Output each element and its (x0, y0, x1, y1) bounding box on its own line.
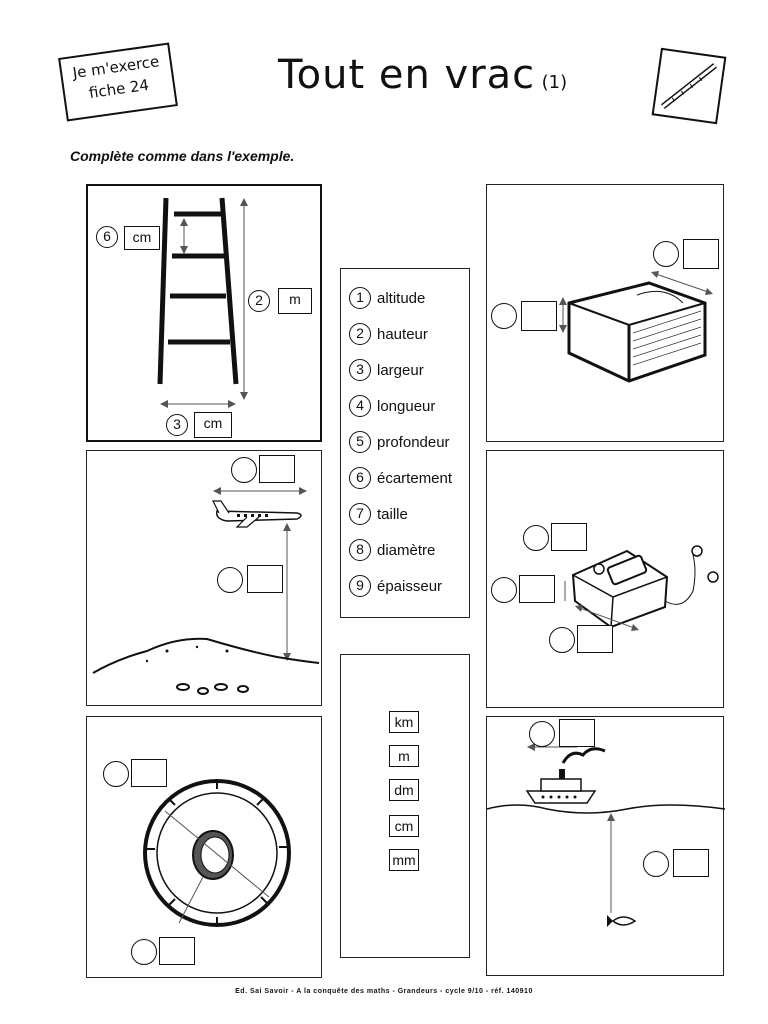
legend-item-longueur: 4 longueur (349, 393, 435, 419)
radio-depth-unit-box[interactable] (551, 523, 587, 551)
legend-number: 3 (349, 359, 371, 381)
legend-number: 5 (349, 431, 371, 453)
boat-depth-unit-box[interactable] (673, 849, 709, 877)
height-number-circle: 2 (248, 290, 270, 312)
legend-label: taille (377, 505, 408, 523)
book-illustration (559, 271, 713, 383)
radio-height-unit-box[interactable] (519, 575, 555, 603)
legend-item-altitude: 1 altitude (349, 285, 425, 311)
legend-label: hauteur (377, 325, 428, 343)
example-ladder-frame: 6 cm 2 m 3 cm (86, 184, 322, 442)
book-length-number-circle[interactable] (653, 241, 679, 267)
units-box: km m dm cm mm (340, 654, 470, 958)
rung-number-circle: 6 (96, 226, 118, 248)
legend-number: 1 (349, 287, 371, 309)
legend-number: 4 (349, 395, 371, 417)
vocabulary-legend: 1 altitude 2 hauteur 3 largeur 4 longueu… (340, 268, 470, 618)
legend-label: longueur (377, 397, 436, 415)
plane-length-number-circle[interactable] (231, 457, 257, 483)
fiche-badge: Je m'exerce fiche 24 (58, 42, 178, 122)
boat-length-unit-box[interactable] (559, 719, 595, 747)
book-length-unit-box[interactable] (683, 239, 719, 269)
radio-length-unit-box[interactable] (577, 625, 613, 653)
book-frame (486, 184, 724, 442)
book-thickness-number-circle[interactable] (491, 303, 517, 329)
legend-number: 8 (349, 539, 371, 561)
unit-mm: mm (389, 849, 419, 871)
unit-dm: dm (389, 779, 419, 801)
ruler-icon (661, 63, 717, 109)
plane-length-unit-box[interactable] (259, 455, 295, 483)
legend-label: diamètre (377, 541, 436, 559)
boat-depth-number-circle[interactable] (643, 851, 669, 877)
radio-length-number-circle[interactable] (549, 627, 575, 653)
airplane-frame (86, 450, 322, 706)
legend-label: largeur (377, 361, 424, 379)
boat-illustration (486, 743, 726, 927)
tire-diameter-unit-box[interactable] (131, 759, 167, 787)
height-unit-box: m (278, 288, 312, 314)
page-title-group: Tout en vrac (1) (278, 52, 578, 102)
boat-length-number-circle[interactable] (529, 721, 555, 747)
legend-number: 2 (349, 323, 371, 345)
legend-item-taille: 7 taille (349, 501, 408, 527)
radio-height-number-circle[interactable] (491, 577, 517, 603)
instruction-text: Complète comme dans l'exemple. (70, 148, 295, 164)
ruler-card (651, 47, 727, 125)
plane-altitude-number-circle[interactable] (217, 567, 243, 593)
unit-km: km (389, 711, 419, 733)
tire-illustration (143, 779, 291, 927)
legend-label: écartement (377, 469, 453, 487)
page-title-suffix: (1) (541, 72, 568, 93)
legend-label: épaisseur (377, 577, 443, 595)
tire-frame (86, 716, 322, 978)
legend-item-ecartement: 6 écartement (349, 465, 452, 491)
legend-item-largeur: 3 largeur (349, 357, 424, 383)
unit-m: m (389, 745, 419, 767)
legend-number: 9 (349, 575, 371, 597)
airplane-illustration (92, 487, 320, 695)
legend-number: 6 (349, 467, 371, 489)
width-number-circle: 3 (166, 414, 188, 436)
rung-unit-box: cm (124, 226, 160, 250)
legend-number: 7 (349, 503, 371, 525)
legend-item-epaisseur: 9 épaisseur (349, 573, 442, 599)
footer-reference: Ed. Sai Savoir - A la conquête des maths… (235, 988, 533, 995)
legend-label: altitude (377, 289, 426, 307)
tire-inner-unit-box[interactable] (159, 937, 195, 965)
book-thickness-unit-box[interactable] (521, 301, 557, 331)
radio-frame (486, 450, 724, 708)
tire-diameter-number-circle[interactable] (103, 761, 129, 787)
page-title: Tout en vrac (278, 52, 536, 98)
legend-label: profondeur (377, 433, 450, 451)
boat-frame (486, 716, 726, 976)
unit-cm: cm (389, 815, 419, 837)
ladder-illustration (157, 197, 248, 408)
plane-altitude-unit-box[interactable] (247, 565, 283, 593)
legend-item-diametre: 8 diamètre (349, 537, 435, 563)
tire-inner-number-circle[interactable] (131, 939, 157, 965)
width-unit-box: cm (194, 412, 232, 438)
radio-depth-number-circle[interactable] (523, 525, 549, 551)
legend-item-hauteur: 2 hauteur (349, 321, 428, 347)
radio-illustration (564, 545, 719, 631)
legend-item-profondeur: 5 profondeur (349, 429, 450, 455)
